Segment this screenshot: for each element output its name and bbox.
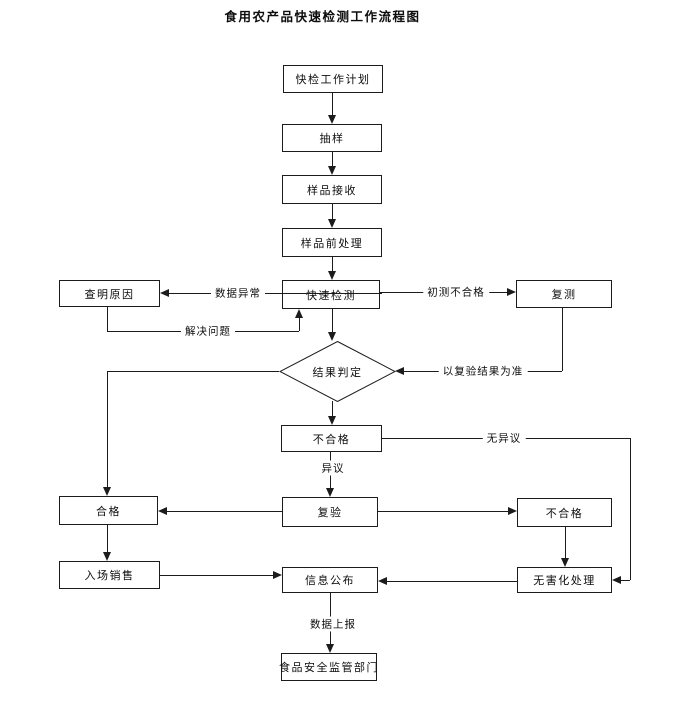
edge-label-objection: 异议: [317, 460, 349, 476]
node-judgment-label: 结果判定: [312, 366, 363, 379]
node-qualified: 合格: [59, 496, 158, 525]
arrowhead: [508, 507, 517, 515]
page-title: 食用农产品快速检测工作流程图: [224, 10, 421, 24]
arrowhead: [273, 571, 282, 579]
connector-line: [332, 152, 333, 167]
connector-line: [299, 318, 300, 331]
node-info-release: 信息公布: [282, 567, 378, 593]
edge-label-data-abnormal: 数据异常: [211, 285, 265, 301]
edge-label-retest-result-final: 以复验结果为准: [438, 363, 528, 379]
connector-line: [332, 401, 333, 417]
node-unqualified-right: 不合格: [517, 498, 612, 527]
arrowhead: [395, 367, 404, 375]
arrowhead: [507, 288, 516, 296]
connector-line: [107, 371, 108, 487]
connector-line: [630, 438, 631, 580]
arrowhead: [295, 309, 303, 318]
arrowhead: [160, 289, 169, 297]
arrowhead: [561, 558, 569, 567]
connector-line: [169, 293, 382, 294]
arrowhead: [612, 576, 621, 584]
connector-line: [332, 257, 333, 272]
node-rapid-test: 快速检测: [282, 280, 380, 309]
connector-line: [565, 527, 566, 559]
connector-line: [332, 309, 333, 333]
edge-label-data-report: 数据上报: [306, 616, 360, 632]
node-harmless-treatment: 无害化处理: [517, 567, 612, 593]
arrowhead: [328, 416, 336, 425]
arrowhead: [326, 488, 334, 497]
arrowhead: [328, 332, 336, 341]
arrowhead: [326, 644, 334, 653]
arrowhead: [328, 271, 336, 280]
arrowhead: [328, 115, 336, 124]
connector-line: [387, 581, 517, 582]
connector-line: [562, 308, 563, 371]
connector-line: [107, 371, 279, 372]
edge-label-initial-fail: 初测不合格: [423, 284, 489, 300]
node-find-cause: 查明原因: [59, 280, 160, 307]
node-regulator: 食品安全监管部门: [279, 653, 378, 681]
connector-line: [160, 575, 273, 576]
node-pretreatment: 样品前处理: [282, 228, 382, 257]
node-market-sale: 入场销售: [59, 561, 160, 589]
node-reception: 样品接收: [282, 175, 382, 204]
edge-label-no-objection: 无异议: [482, 430, 526, 446]
arrowhead: [328, 219, 336, 228]
node-reinspection: 复验: [282, 497, 378, 527]
node-plan: 快检工作计划: [283, 65, 383, 93]
node-unqualified: 不合格: [281, 425, 382, 452]
arrowhead: [158, 507, 167, 515]
connector-line: [107, 307, 108, 331]
node-judgment: 结果判定: [279, 341, 396, 402]
connector-line: [378, 511, 508, 512]
connector-line: [621, 580, 630, 581]
arrowhead: [328, 166, 336, 175]
arrowhead: [103, 487, 111, 496]
connector-line: [167, 511, 282, 512]
diamond-shape: [279, 341, 396, 402]
arrowhead: [378, 577, 387, 585]
connector-line: [332, 93, 333, 116]
node-sampling: 抽样: [282, 124, 382, 152]
node-retest: 复测: [516, 280, 612, 308]
connector-line: [107, 525, 108, 553]
edge-label-solve-problem: 解决问题: [181, 323, 235, 339]
connector-line: [332, 204, 333, 220]
arrowhead: [103, 552, 111, 561]
